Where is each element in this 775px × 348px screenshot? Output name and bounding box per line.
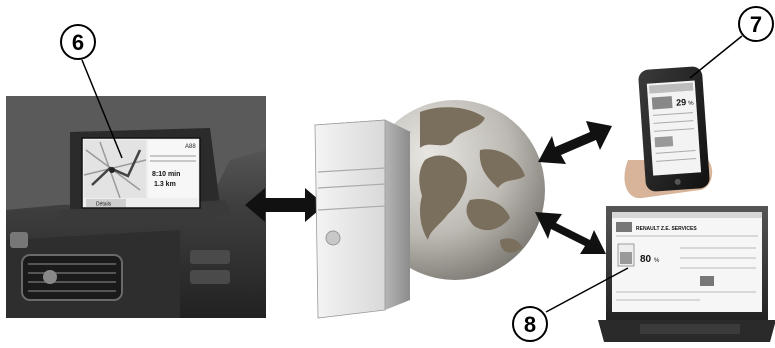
laptop-image: RENAULT Z.E. SERVICES 80 % bbox=[598, 206, 775, 342]
smartphone-image: 29 % bbox=[624, 66, 713, 199]
laptop-battery-unit: % bbox=[654, 258, 660, 264]
double-arrow-icon bbox=[538, 121, 612, 164]
navigation-screen: A88 8:10 min 1.3 km Détails bbox=[81, 137, 201, 209]
callout-8-label: 8 bbox=[524, 312, 536, 337]
air-vent bbox=[21, 254, 123, 301]
callout-8: 8 bbox=[512, 267, 629, 342]
double-arrow-icon bbox=[245, 188, 325, 222]
laptop-header: RENAULT Z.E. SERVICES bbox=[636, 226, 697, 232]
nav-corner-label: A88 bbox=[185, 144, 196, 150]
nav-details-button: Détails bbox=[96, 202, 112, 208]
callout-7-label: 7 bbox=[750, 12, 762, 37]
phone-value: 29 bbox=[676, 97, 687, 108]
car-dashboard-image: A88 8:10 min 1.3 km Détails bbox=[6, 96, 266, 318]
double-arrow-icon bbox=[535, 212, 606, 254]
laptop-battery: 80 bbox=[640, 254, 652, 265]
nav-distance: 1.3 km bbox=[154, 181, 176, 188]
callout-6: 6 bbox=[60, 24, 123, 159]
nav-time: 8:10 min bbox=[152, 171, 180, 178]
callout-7: 7 bbox=[689, 6, 774, 79]
callout-6-label: 6 bbox=[72, 30, 84, 55]
server-icon bbox=[313, 119, 412, 319]
phone-unit: % bbox=[688, 101, 694, 107]
